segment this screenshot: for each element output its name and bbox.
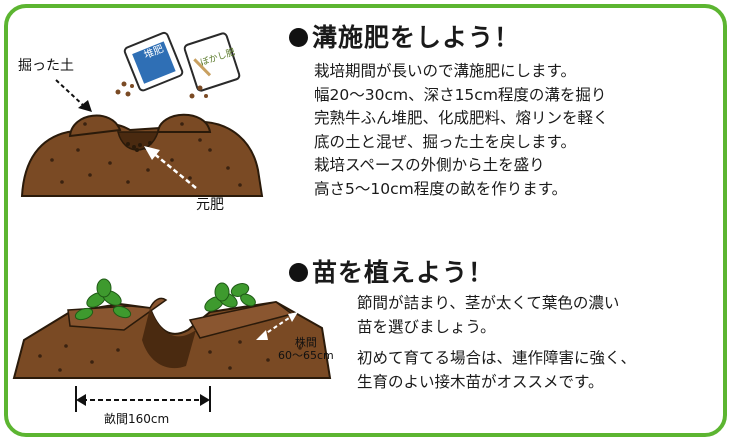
row-spacing-arrowhead-right xyxy=(200,394,210,406)
dug-soil-hill-left xyxy=(68,114,122,138)
section1-title-text: 溝施肥をしよう！ xyxy=(312,23,521,52)
section1-line: 幅20～30cm、深さ15cm程度の溝を掘り xyxy=(314,85,607,104)
soil-texture-dots xyxy=(50,122,242,187)
row-spacing-label: 畝間160cm xyxy=(104,412,170,426)
plant-spacing-arrowhead-a xyxy=(256,330,268,340)
row-spacing-arrowhead-left xyxy=(76,394,86,406)
plant-spacing-label-line2: 60～65cm xyxy=(278,349,334,362)
dug-soil-arrowhead xyxy=(78,100,92,112)
section1-body: 栽培期間が長いので溝施肥にします。 幅20～30cm、深さ15cm程度の溝を掘り… xyxy=(314,60,609,202)
section2-title: 苗を植えよう！ xyxy=(289,253,494,289)
section2-line: 初めて育てる場合は、連作障害に強く、 xyxy=(357,349,637,368)
plant-spacing-arrow xyxy=(261,315,293,337)
plant-spacing-label-line1: 株間 xyxy=(294,336,317,349)
dug-soil-arrow-line xyxy=(55,79,85,107)
seedling-icon xyxy=(74,278,132,321)
seedling-icon xyxy=(204,282,256,312)
section2-title-text: 苗を植えよう！ xyxy=(312,258,495,287)
bokashi-bag-icon xyxy=(183,32,241,92)
section1-line: 栽培期間が長いので溝施肥にします。 xyxy=(314,62,576,80)
section1-line: 栽培スペースの外側から土を盛り xyxy=(314,156,545,175)
furrow xyxy=(142,308,196,369)
dug-soil-hill-right xyxy=(156,113,212,133)
plant-spacing-arrowhead-b xyxy=(288,312,298,322)
base-fertilizer-label: 元肥 xyxy=(196,197,224,213)
section1-line: 底の土と混ぜ、掘った土を戻します。 xyxy=(314,132,576,151)
dug-soil-label: 掘った土 xyxy=(18,58,74,74)
section1-title: 溝施肥をしよう！ xyxy=(289,18,520,54)
falling-fertilizer xyxy=(115,81,208,99)
bullet-dot-icon xyxy=(289,28,308,47)
section1-line: 完熟牛ふん堆肥、化成肥料、熔リンを軽く xyxy=(314,109,609,128)
section2-line: 節間が詰まり、茎が太くて葉色の濃い xyxy=(357,294,620,312)
compost-bag-icon xyxy=(123,31,184,92)
section2-body: 節間が詰まり、茎が太くて葉色の濃い 苗を選びましょう。 初めて育てる場合は、連作… xyxy=(357,292,636,394)
plant-spacing-label: 株間 60～65cm xyxy=(278,336,334,362)
soil-mound xyxy=(20,116,264,197)
section2-line: 苗を選びましょう。 xyxy=(357,317,496,336)
base-fertilizer-arrowhead xyxy=(144,146,160,160)
section2-line: 生育のよい接木苗がオススメです。 xyxy=(357,372,604,391)
section1-line: 高さ5～10cm程度の畝を作ります。 xyxy=(314,179,568,198)
base-fertilizer-arrow-line xyxy=(151,151,197,189)
bullet-dot-icon xyxy=(289,263,308,282)
ridge-texture-dots xyxy=(38,340,302,372)
